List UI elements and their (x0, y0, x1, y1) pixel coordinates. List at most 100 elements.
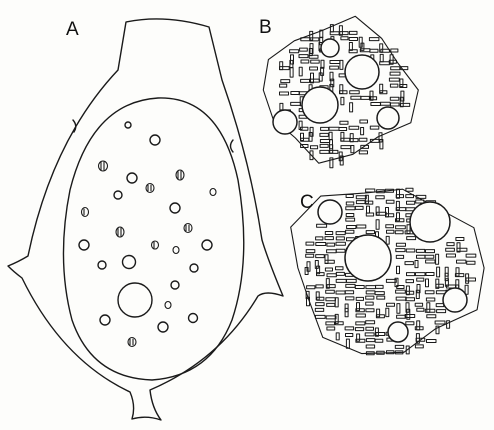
net-cell (336, 272, 344, 275)
net-cell (377, 212, 386, 215)
net-cell (426, 298, 434, 301)
net-cell (339, 128, 347, 131)
net-cell (316, 285, 323, 288)
net-cell (336, 232, 345, 235)
net-cell (291, 92, 300, 95)
pore (150, 135, 160, 145)
net-cell (397, 266, 400, 273)
net-cell (347, 226, 356, 229)
net-cell (299, 67, 302, 76)
net-cell (366, 213, 373, 216)
pore (125, 122, 131, 128)
net-cell (406, 322, 414, 325)
net-cell (396, 255, 403, 258)
net-cell (401, 103, 410, 106)
net-cell (301, 138, 309, 141)
net-cell (321, 127, 329, 130)
net-cell (396, 226, 406, 229)
net-cell (457, 260, 466, 263)
net-cell (350, 139, 358, 142)
net-cell (389, 78, 399, 81)
pore (79, 240, 89, 250)
net-cell (345, 291, 354, 294)
net-cell (327, 303, 335, 306)
net-cell (397, 213, 400, 221)
net-cell (346, 284, 355, 287)
net-cell (349, 126, 359, 129)
net-cell (366, 286, 376, 289)
net-cell (340, 60, 343, 69)
net-cell (336, 333, 339, 340)
net-cell (356, 314, 365, 317)
net-cell (340, 121, 348, 124)
net-cell (359, 151, 367, 154)
net-cell (340, 85, 343, 94)
net-cell (327, 285, 335, 288)
net-cell (455, 274, 463, 277)
panel-a-notch-right (231, 140, 234, 152)
net-cell (367, 206, 370, 213)
pore (171, 281, 179, 289)
net-cell (436, 284, 443, 287)
net-cell (309, 55, 318, 58)
net-cell (346, 195, 353, 198)
net-cell (386, 308, 389, 316)
net-cell (356, 322, 365, 325)
net-lumen (410, 202, 450, 242)
net-cell (437, 310, 446, 313)
net-cell (341, 146, 351, 149)
net-cell (340, 32, 348, 35)
net-cell (306, 254, 314, 257)
net-cell (396, 290, 406, 293)
net-cell (366, 201, 373, 204)
net-cell (309, 49, 312, 56)
net-cell (391, 67, 400, 70)
net-cell (317, 297, 324, 300)
net-cell (306, 250, 315, 253)
net-cell (311, 73, 314, 83)
net-cell (341, 132, 344, 141)
hatched-pore (173, 247, 179, 254)
net-cell (416, 290, 419, 298)
net-cell (387, 230, 394, 233)
net-cell (361, 128, 364, 135)
pore (114, 191, 122, 199)
net-cell (325, 268, 332, 271)
net-cell (386, 200, 394, 203)
net-cell (349, 50, 357, 53)
net-cell (346, 339, 349, 348)
net-cell (320, 140, 329, 143)
net-cell (386, 214, 394, 217)
net-cell (300, 48, 308, 51)
net-cell (390, 84, 398, 87)
net-cell (350, 134, 353, 142)
hatched-pore (184, 224, 192, 233)
net-cell (356, 196, 366, 199)
net-cell (380, 140, 383, 149)
net-cell (350, 103, 353, 112)
net-cell (377, 296, 385, 299)
net-cell (326, 290, 335, 293)
net-cell (346, 230, 354, 233)
net-cell (316, 315, 326, 318)
net-cell (281, 80, 290, 83)
panel-label-c: C (300, 193, 314, 212)
net-cell (435, 321, 445, 324)
net-cell (396, 243, 405, 246)
net-cell (329, 127, 339, 130)
hatched-pore (152, 241, 159, 249)
net-cell (366, 189, 375, 192)
net-cell (457, 248, 467, 251)
net-cell (329, 150, 338, 153)
net-cell (400, 79, 403, 87)
net-cell (301, 38, 310, 41)
pore (98, 261, 106, 269)
net-cell (316, 303, 324, 306)
net-cell (320, 133, 329, 136)
net-cell (311, 60, 320, 63)
net-lumen (321, 39, 339, 57)
net-lumen (377, 107, 399, 129)
net-cell (447, 321, 450, 329)
net-cell (380, 54, 383, 61)
